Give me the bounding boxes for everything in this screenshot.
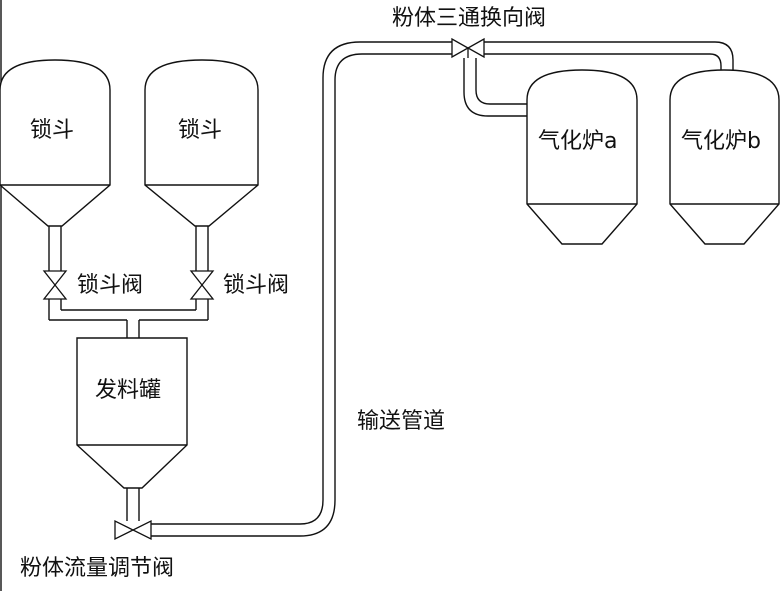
lock-valve-right-label: 锁斗阀: [223, 273, 290, 298]
three-way-valve-label: 粉体三通换向阀: [392, 6, 547, 31]
lock-hopper-right-outlet-pipe: [195, 226, 209, 320]
lock-hopper-right: [144, 59, 259, 227]
branch-pipe-gasifier-a: [463, 58, 527, 117]
three-way-diverter-valve: [451, 37, 485, 59]
feed-tank-label: 发料罐: [95, 378, 162, 403]
hopper-manifold-pipe: [49, 309, 208, 338]
gasifier-a: [526, 69, 638, 245]
lock-valve-right: [189, 270, 215, 300]
lock-valve-left-label: 锁斗阀: [77, 273, 144, 298]
lock-hopper-left-outlet-pipe: [48, 226, 62, 320]
lock-valve-left: [42, 270, 68, 300]
branch-pipe-gasifier-b: [484, 41, 734, 72]
gasifier-a-label: 气化炉a: [538, 129, 618, 154]
gasifier-b-label: 气化炉b: [681, 129, 761, 154]
lock-hopper-left: [0, 59, 111, 227]
flow-regulating-valve: [114, 519, 152, 541]
lock-hopper-right-label: 锁斗: [178, 118, 223, 143]
gasifier-b: [669, 69, 780, 245]
flow-valve-label: 粉体流量调节阀: [20, 556, 175, 581]
conveying-pipeline: [151, 41, 452, 537]
pipeline-label: 输送管道: [357, 409, 446, 434]
feed-tank-outlet-pipe: [126, 488, 140, 521]
feed-tank: [76, 337, 188, 489]
lock-hopper-left-label: 锁斗: [30, 118, 75, 143]
